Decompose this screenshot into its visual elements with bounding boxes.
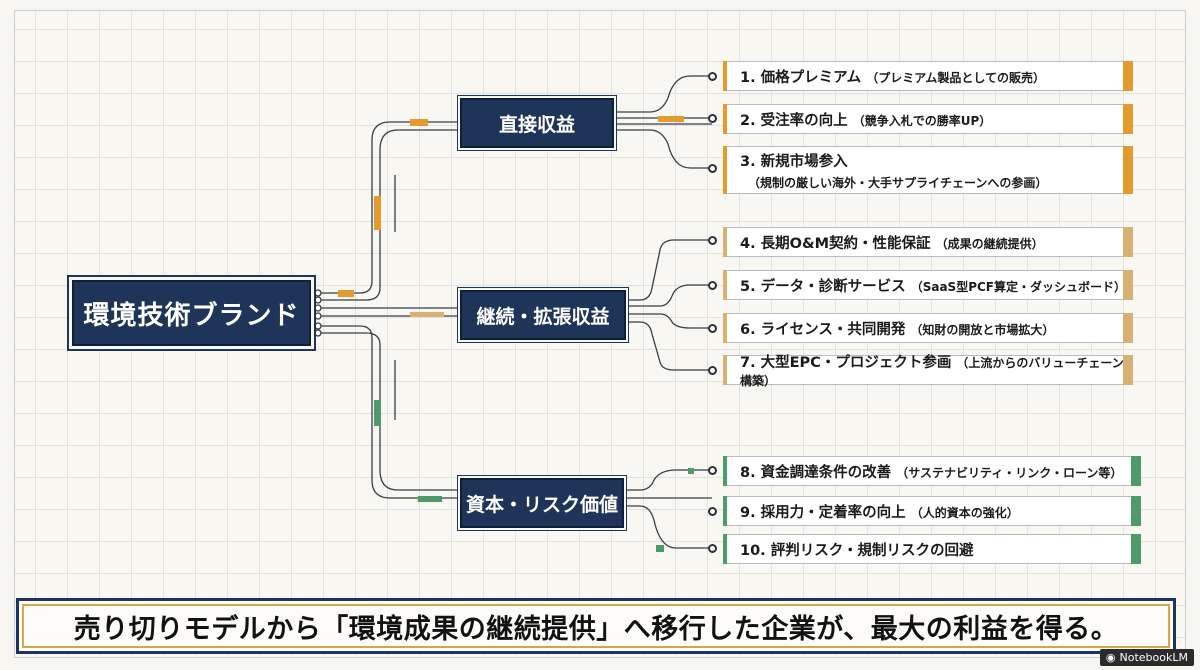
leaf-note: （人的資本の強化） (910, 505, 1019, 520)
branch-label: 資本・リスク価値 (465, 493, 618, 516)
connector-dot (708, 281, 717, 290)
badge-label: NotebookLM (1119, 651, 1188, 664)
leaf-recruiting: 9. 採用力・定着率の向上 （人的資本の強化） (723, 496, 1141, 526)
leaf-main: 7. 大型EPC・プロジェクト参画 (740, 355, 952, 371)
leaf-epc-project: 7. 大型EPC・プロジェクト参画 （上流からのバリューチェーン構築） (723, 355, 1133, 388)
root-node: 環境技術ブランド (72, 280, 311, 346)
leaf-note: （成果の継続提供） (935, 236, 1044, 251)
leaf-win-rate: 2. 受注率の向上 （競争入札での勝率UP） (723, 104, 1133, 134)
notebook-icon: ◉ (1105, 651, 1116, 664)
leaf-note: （プレミアム製品としての販売） (866, 70, 1046, 85)
leaf-main: 6. ライセンス・共同開発 (740, 321, 906, 338)
connector-dot (708, 466, 717, 475)
branch-capital-risk-value: 資本・リスク価値 (460, 478, 624, 528)
leaf-main: 4. 長期O&M契約・性能保証 (740, 235, 931, 252)
root-label: 環境技術ブランド (83, 300, 300, 331)
leaf-main: 10. 評判リスク・規制リスクの回避 (740, 542, 974, 559)
leaf-main: 2. 受注率の向上 (740, 112, 848, 129)
banner-text: 売り切りモデルから「環境成果の継続提供」へ移行した企業が、最大の利益を得る。 (73, 613, 1119, 645)
leaf-note: （知財の開放と市場拡大） (910, 322, 1055, 337)
leaf-note: （上流からのバリューチェーン構築） (740, 356, 1124, 388)
connector-dot (708, 236, 717, 245)
connector-dot (708, 544, 717, 553)
leaf-price-premium: 1. 価格プレミアム （プレミアム製品としての販売） (723, 61, 1133, 91)
branch-label: 直接収益 (498, 113, 575, 136)
connector-dot (708, 114, 717, 123)
leaf-financing: 8. 資金調達条件の改善 （サステナビリティ・リンク・ローン等） (723, 456, 1141, 486)
leaf-data-service: 5. データ・診断サービス （SaaS型PCF算定・ダッシュボード） (723, 270, 1133, 300)
conclusion-banner: 売り切りモデルから「環境成果の継続提供」へ移行した企業が、最大の利益を得る。 (16, 598, 1176, 654)
leaf-sub: （規制の厳しい海外・大手サプライチェーンへの参画） (748, 175, 1048, 190)
leaf-note: （サステナビリティ・リンク・ローン等） (896, 465, 1123, 480)
branch-direct-revenue: 直接収益 (460, 98, 614, 148)
branch-label: 継続・拡張収益 (476, 305, 610, 328)
connector-dot (708, 72, 717, 81)
leaf-main: 9. 採用力・定着率の向上 (740, 504, 906, 521)
leaf-main: 3. 新規市場参入 (740, 153, 848, 170)
leaf-main: 1. 価格プレミアム (740, 69, 862, 86)
notebooklm-badge: ◉ NotebookLM (1099, 649, 1194, 666)
connector-dot (708, 324, 717, 333)
branch-recurring-revenue: 継続・拡張収益 (460, 290, 626, 340)
leaf-main: 5. データ・診断サービス (740, 278, 906, 295)
leaf-license: 6. ライセンス・共同開発 （知財の開放と市場拡大） (723, 313, 1133, 343)
connector-dot (708, 164, 717, 173)
connector-dot (708, 507, 717, 516)
leaf-note: （競争入札での勝率UP） (852, 113, 992, 128)
leaf-om-contract: 4. 長期O&M契約・性能保証 （成果の継続提供） (723, 227, 1133, 257)
leaf-new-market: 3. 新規市場参入 （規制の厳しい海外・大手サプライチェーンへの参画） (723, 146, 1133, 194)
leaf-note: （SaaS型PCF算定・ダッシュボード） (910, 279, 1126, 294)
connector-dot (708, 366, 717, 375)
leaf-risk-avoidance: 10. 評判リスク・規制リスクの回避 (723, 534, 1141, 564)
leaf-main: 8. 資金調達条件の改善 (740, 464, 892, 481)
